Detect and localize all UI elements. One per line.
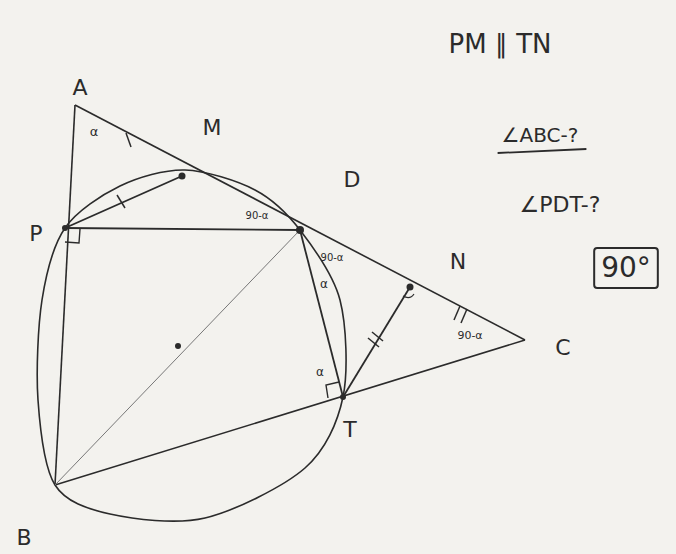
angle-label: 90-α: [457, 330, 482, 341]
point-label: C: [555, 337, 570, 359]
segment-line: [75, 105, 525, 340]
segment-line: [55, 340, 525, 485]
segment-line: [65, 176, 182, 228]
angle-label: α: [90, 125, 99, 138]
point-label: A: [72, 77, 87, 99]
point-dot: [62, 225, 68, 231]
segment-line: [55, 230, 300, 485]
point-label: M: [203, 117, 222, 139]
question-note: ∠ABC-?: [502, 125, 579, 145]
segment-line: [343, 287, 410, 397]
angle-arc: [403, 294, 414, 298]
underline: [498, 149, 587, 153]
segment-line: [55, 105, 75, 485]
point-label: P: [29, 223, 42, 245]
question-note: ∠PDT-?: [520, 194, 601, 216]
point-dot: [340, 394, 346, 400]
tick-mark: [372, 332, 383, 341]
angle-label: α: [316, 366, 324, 378]
answer-box: [594, 248, 658, 288]
right-angle-mark: [326, 382, 339, 398]
point-label: N: [450, 251, 466, 273]
right-angle-mark: [65, 229, 80, 243]
segment-line: [300, 230, 343, 397]
answer-value: 90°: [601, 254, 651, 282]
tick-mark: [368, 338, 379, 347]
angle-label: 90-α: [246, 211, 269, 221]
tick-mark: [117, 195, 125, 208]
tick-mark: [454, 306, 460, 320]
point-dot: [296, 226, 304, 234]
tick-mark: [461, 309, 467, 323]
point-label: D: [344, 169, 361, 191]
point-dot: [179, 173, 186, 180]
angle-label: 90-α: [321, 253, 344, 263]
point-label: B: [16, 527, 31, 549]
angle-label: α: [320, 278, 328, 290]
point-label: T: [343, 419, 356, 441]
tick-mark: [126, 133, 131, 147]
condition-note: PM ∥ TN: [449, 31, 552, 57]
point-dot: [175, 343, 181, 349]
segment-line: [65, 228, 300, 230]
point-dot: [407, 284, 414, 291]
